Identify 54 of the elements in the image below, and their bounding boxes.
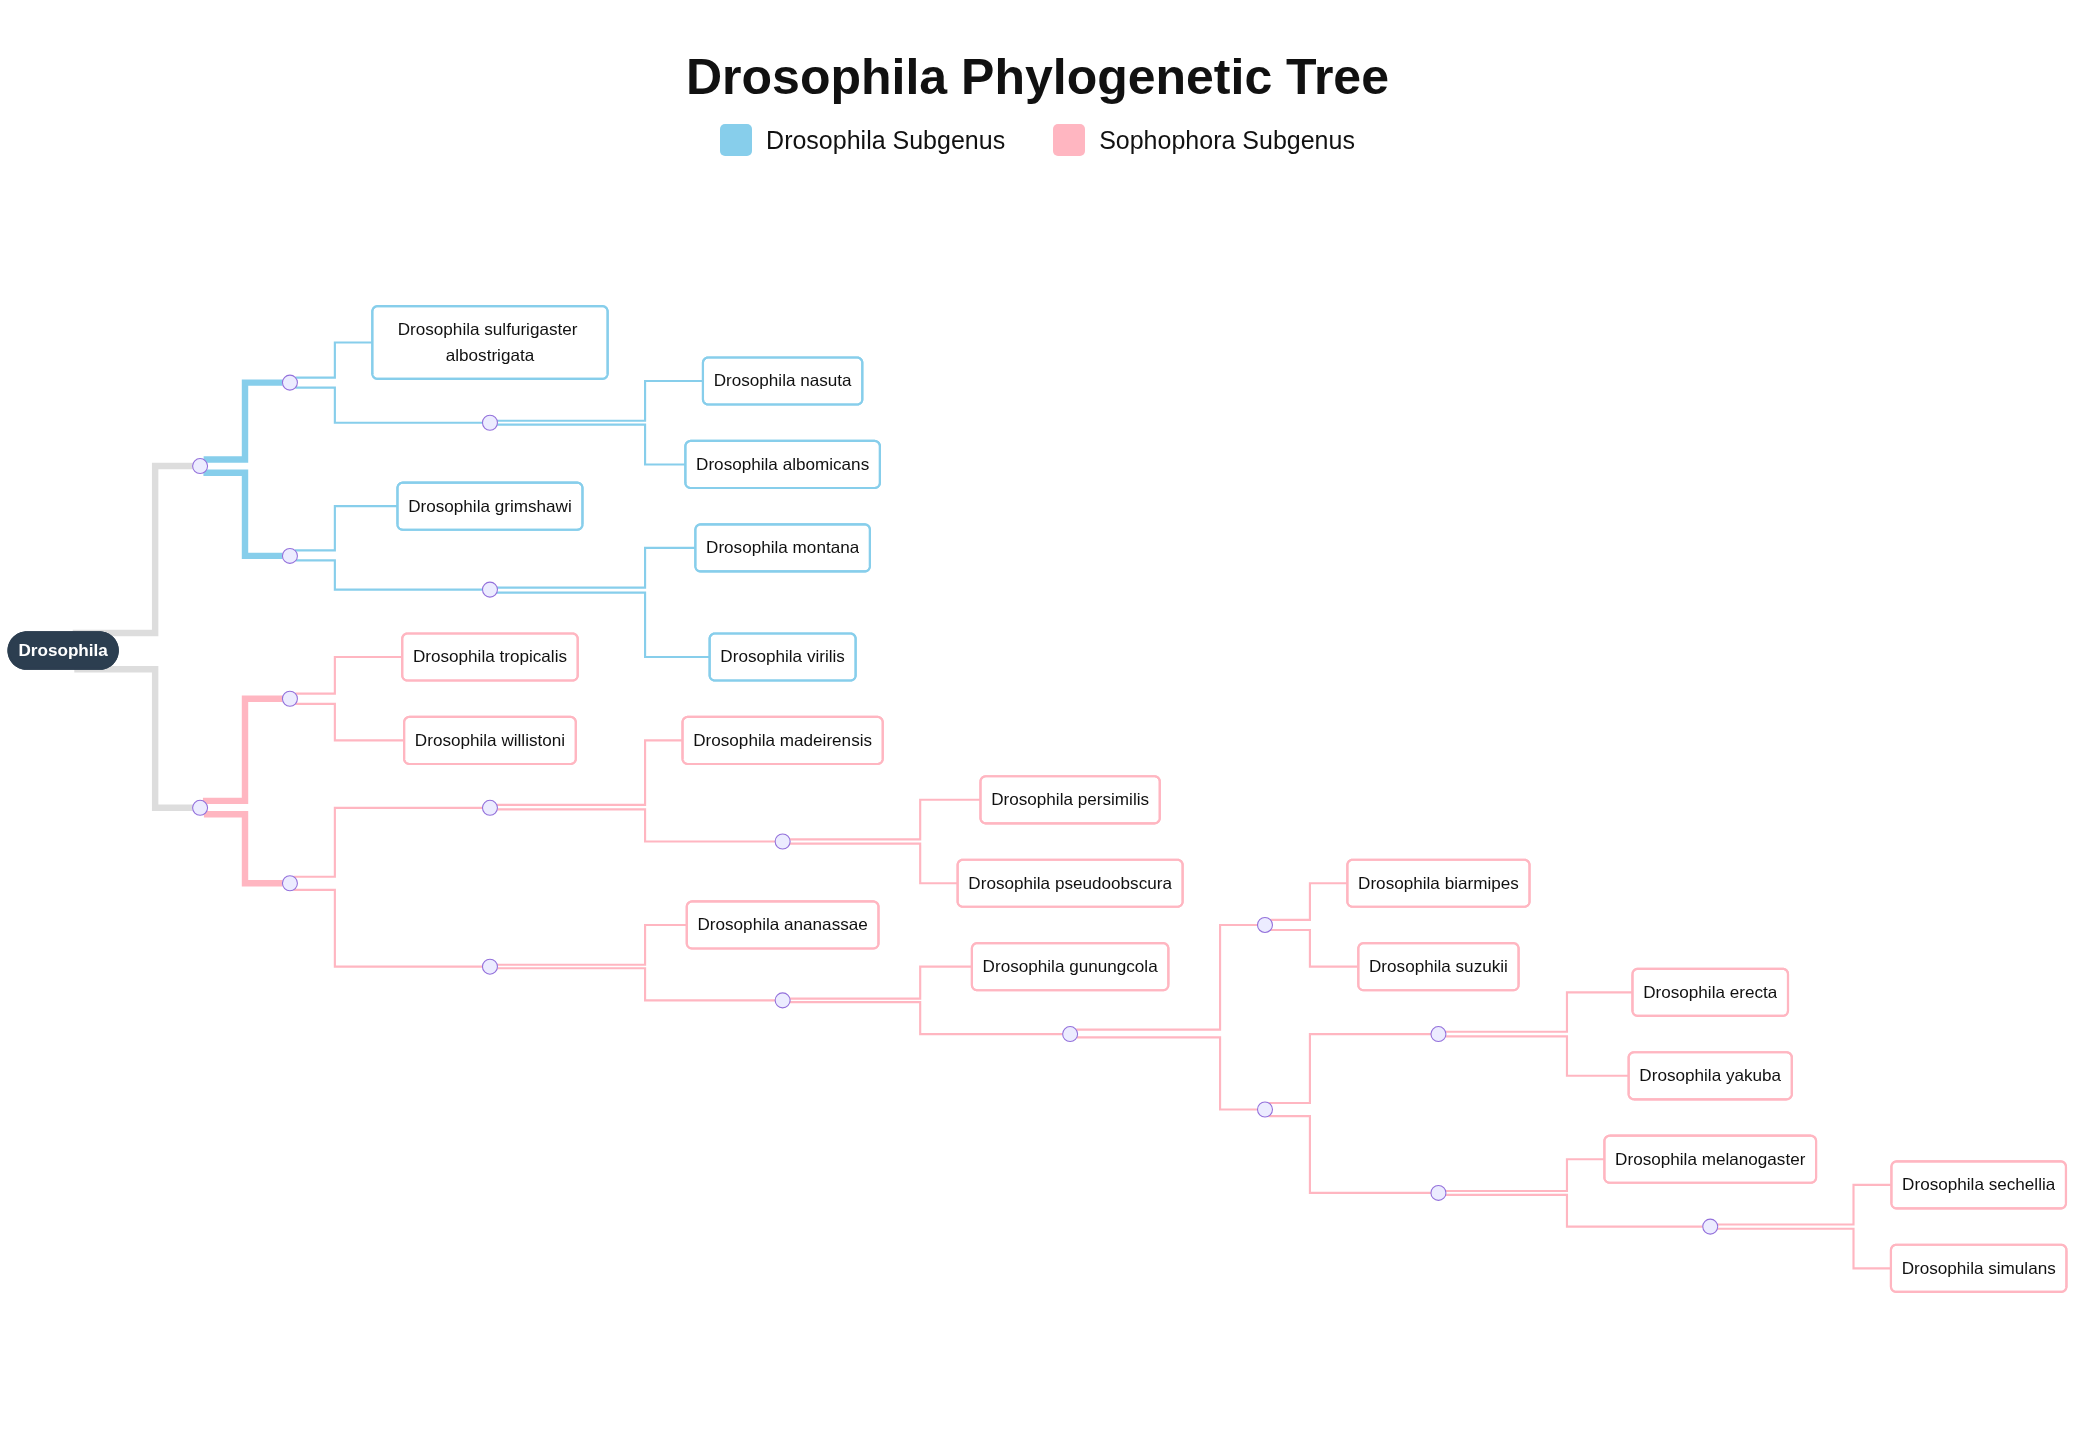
species-node: Drosophila sulfurigaster albostrigata (371, 305, 609, 380)
species-node: Drosophila pseudoobscura (956, 858, 1184, 908)
clade-node-icon (1062, 1026, 1079, 1043)
species-node: Drosophila sechellia (1890, 1160, 2068, 1210)
species-node: Drosophila erecta (1631, 967, 1790, 1017)
clade-node-icon (1430, 1184, 1447, 1201)
clade-node-icon (1256, 1101, 1273, 1118)
clade-node-icon (281, 374, 298, 391)
clade-node-icon (1256, 916, 1273, 933)
species-node: Drosophila simulans (1889, 1243, 2068, 1293)
species-node: Drosophila gunungcola (970, 942, 1170, 992)
species-node: Drosophila tropicalis (401, 632, 579, 682)
species-node: Drosophila yakuba (1627, 1051, 1793, 1101)
species-node: Drosophila madeirensis (681, 715, 884, 766)
clade-node-icon (192, 458, 209, 475)
species-node: Drosophila persimilis (979, 775, 1161, 825)
branch-line (789, 1001, 1064, 1036)
clade-node-icon (481, 958, 498, 975)
species-node: Drosophila biarmipes (1346, 858, 1531, 908)
species-node: Drosophila grimshawi (396, 481, 584, 531)
species-node: Drosophila virilis (708, 632, 857, 682)
diagram-title: Drosophila Phylogenetic Tree (686, 48, 1389, 106)
branch-line (293, 888, 484, 968)
clade-node-icon (774, 833, 791, 850)
clade-node-icon (481, 414, 498, 431)
clade-node-icon (481, 581, 498, 598)
clade-node-icon (281, 547, 298, 564)
branch-line (1268, 1115, 1432, 1194)
legend-label: Sophophora Subgenus (1099, 125, 1355, 155)
legend-label: Drosophila Subgenus (766, 125, 1006, 155)
species-node: Drosophila nasuta (701, 356, 864, 406)
clade-node-icon (1430, 1026, 1447, 1043)
clade-node-icon (774, 992, 791, 1009)
clade-node-icon (281, 690, 298, 707)
branch-line (1268, 1033, 1432, 1105)
species-node: Drosophila montana (694, 523, 871, 573)
species-node: Drosophila melanogaster (1603, 1134, 1818, 1184)
branch-line (295, 386, 484, 424)
branch-line (293, 806, 484, 878)
species-node: Drosophila albomicans (684, 439, 881, 490)
species-node: Drosophila ananassae (685, 900, 880, 950)
branch-line (1076, 923, 1259, 1031)
clade-node-icon (192, 799, 209, 816)
species-node: Drosophila suzukii (1357, 942, 1520, 992)
branch-line (497, 967, 777, 1002)
branch-line (497, 808, 777, 843)
branch-line (1445, 1193, 1704, 1228)
branch-line (1076, 1036, 1259, 1111)
species-node: Drosophila willistoni (403, 715, 577, 766)
clade-node-icon (281, 875, 298, 892)
clade-node-icon (1702, 1218, 1719, 1235)
branch-line (295, 559, 484, 591)
root-node: Drosophila (7, 631, 119, 670)
clade-node-icon (481, 799, 498, 816)
